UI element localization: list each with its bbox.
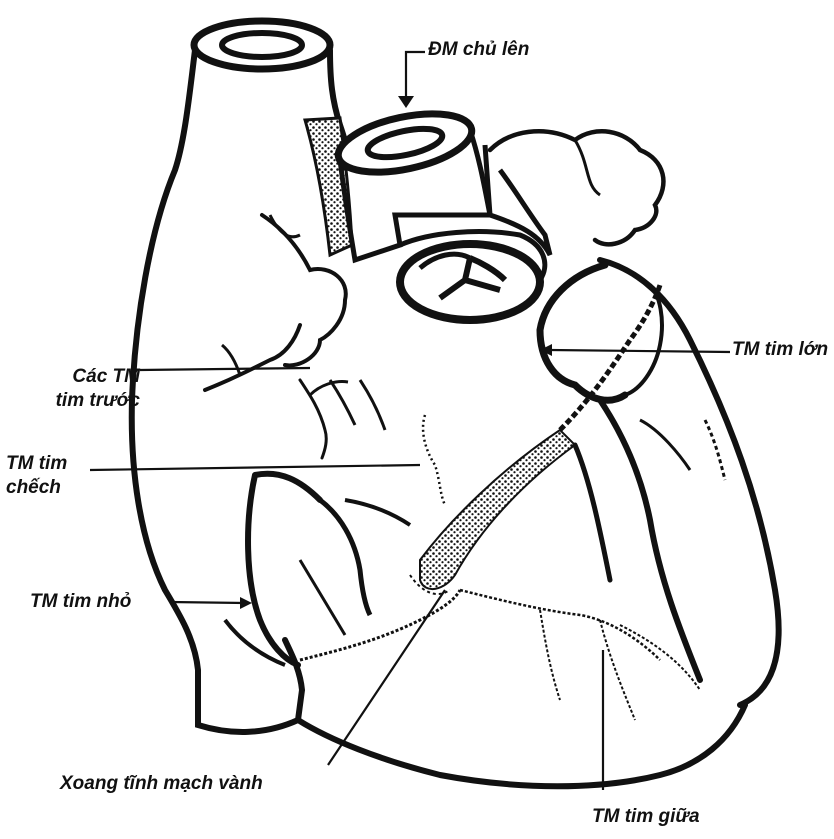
leader-anterior-veins: [140, 368, 310, 370]
leader-great-cardiac-vein: [550, 350, 730, 352]
label-anterior-line1: Các TM: [30, 365, 140, 389]
leader-aorta: [406, 52, 425, 100]
left-ventricle-outline: [600, 260, 779, 705]
ivc-area: [248, 474, 320, 665]
oblique-vein: [423, 415, 445, 505]
label-oblique-vein: TM tim chếch: [6, 452, 67, 500]
label-oblique-line2: chếch: [6, 476, 67, 500]
leader-coronary-sinus: [328, 590, 445, 765]
leader-small-cardiac-vein: [170, 602, 245, 603]
coronary-sinus: [420, 430, 575, 589]
label-middle-cardiac-vein: TM tim giữa: [592, 805, 700, 829]
anterior-vein-1: [205, 325, 300, 390]
label-coronary-sinus: Xoang tĩnh mạch vành: [60, 772, 263, 796]
great-cardiac-vein: [560, 285, 660, 430]
label-anterior-line2: tim trước: [30, 389, 140, 413]
label-aorta-ascending: ĐM chủ lên: [428, 38, 529, 62]
middle-cardiac-vein: [460, 590, 660, 660]
leader-oblique-vein: [90, 465, 420, 470]
label-small-cardiac-vein: TM tim nhỏ: [30, 590, 131, 614]
right-atrium-outline: [132, 50, 302, 732]
inferior-border: [298, 705, 745, 786]
label-oblique-line1: TM tim: [6, 452, 67, 476]
pulmonary-trunk: [485, 145, 550, 255]
left-ventricle-inner: [540, 265, 625, 400]
label-anterior-cardiac-veins: Các TM tim trước: [30, 365, 140, 413]
label-great-cardiac-vein: TM tim lớn: [732, 338, 828, 362]
